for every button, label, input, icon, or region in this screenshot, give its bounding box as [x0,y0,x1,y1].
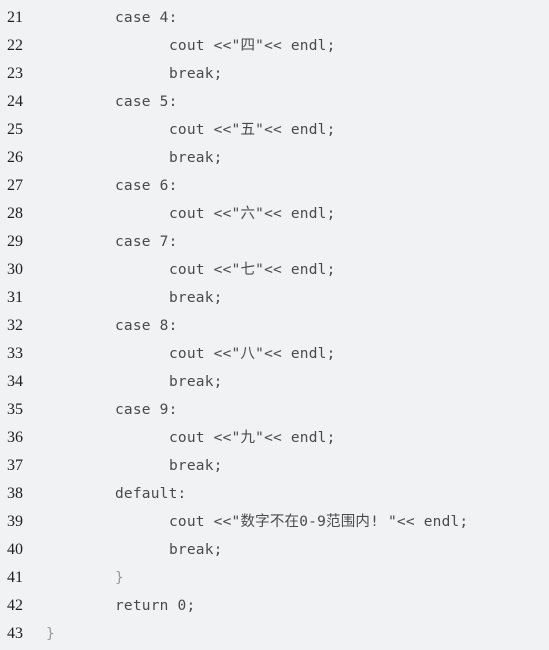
code-text: break; [169,374,223,390]
code-text: case 5: [115,94,178,110]
code-line: 38 default: [0,483,549,511]
line-number: 43 [7,625,23,642]
line-number: 40 [7,541,23,558]
code-text: break; [169,66,223,82]
code-line: 30 cout <<"七"<< endl; [0,259,549,287]
line-number: 42 [7,597,23,614]
line-number: 32 [7,317,23,334]
line-number: 22 [7,37,23,54]
code-line: 29 case 7: [0,231,549,259]
line-number: 38 [7,485,23,502]
code-line: 43} [0,623,549,650]
code-text: case 8: [115,318,178,334]
code-text: case 7: [115,234,178,250]
code-line: 27 case 6: [0,175,549,203]
line-number: 31 [7,289,23,306]
code-line: 35 case 9: [0,399,549,427]
line-number: 37 [7,457,23,474]
closing-brace: } [46,626,55,642]
code-line: 33 cout <<"八"<< endl; [0,343,549,371]
line-number: 21 [7,9,23,26]
line-number: 29 [7,233,23,250]
code-text: break; [169,150,223,166]
line-number: 26 [7,149,23,166]
code-line: 23 break; [0,63,549,91]
code-text: cout <<"七"<< endl; [169,262,336,278]
line-number: 25 [7,121,23,138]
code-text: default: [115,486,187,502]
code-line: 41} [0,567,549,595]
code-line: 22 cout <<"四"<< endl; [0,35,549,63]
code-text: cout <<"五"<< endl; [169,122,336,138]
code-line: 37 break; [0,455,549,483]
line-number: 41 [7,569,23,586]
code-line: 42 return 0; [0,595,549,623]
line-number: 36 [7,429,23,446]
code-line: 31 break; [0,287,549,315]
code-text: case 9: [115,402,178,418]
line-number: 33 [7,345,23,362]
code-text: break; [169,290,223,306]
line-number: 30 [7,261,23,278]
code-text: case 4: [115,10,178,26]
code-text: cout <<"数字不在0-9范围内! "<< endl; [169,514,469,530]
code-line: 28 cout <<"六"<< endl; [0,203,549,231]
line-number: 35 [7,401,23,418]
code-text: case 6: [115,178,178,194]
code-line: 26 break; [0,147,549,175]
code-line: 25 cout <<"五"<< endl; [0,119,549,147]
code-text: cout <<"四"<< endl; [169,38,336,54]
code-text: break; [169,458,223,474]
code-text: cout <<"九"<< endl; [169,430,336,446]
line-number: 39 [7,513,23,530]
line-number: 28 [7,205,23,222]
line-number: 27 [7,177,23,194]
code-text: return 0; [115,598,196,614]
code-text: cout <<"六"<< endl; [169,206,336,222]
closing-brace: } [115,570,124,586]
line-number: 23 [7,65,23,82]
line-number: 34 [7,373,23,390]
code-line: 40 break; [0,539,549,567]
code-line: 39 cout <<"数字不在0-9范围内! "<< endl; [0,511,549,539]
code-line: 21 case 4: [0,7,549,35]
code-line: 34 break; [0,371,549,399]
line-number: 24 [7,93,23,110]
code-text: cout <<"八"<< endl; [169,346,336,362]
code-text: break; [169,542,223,558]
code-line: 24 case 5: [0,91,549,119]
code-line: 36 cout <<"九"<< endl; [0,427,549,455]
code-line: 32 case 8: [0,315,549,343]
